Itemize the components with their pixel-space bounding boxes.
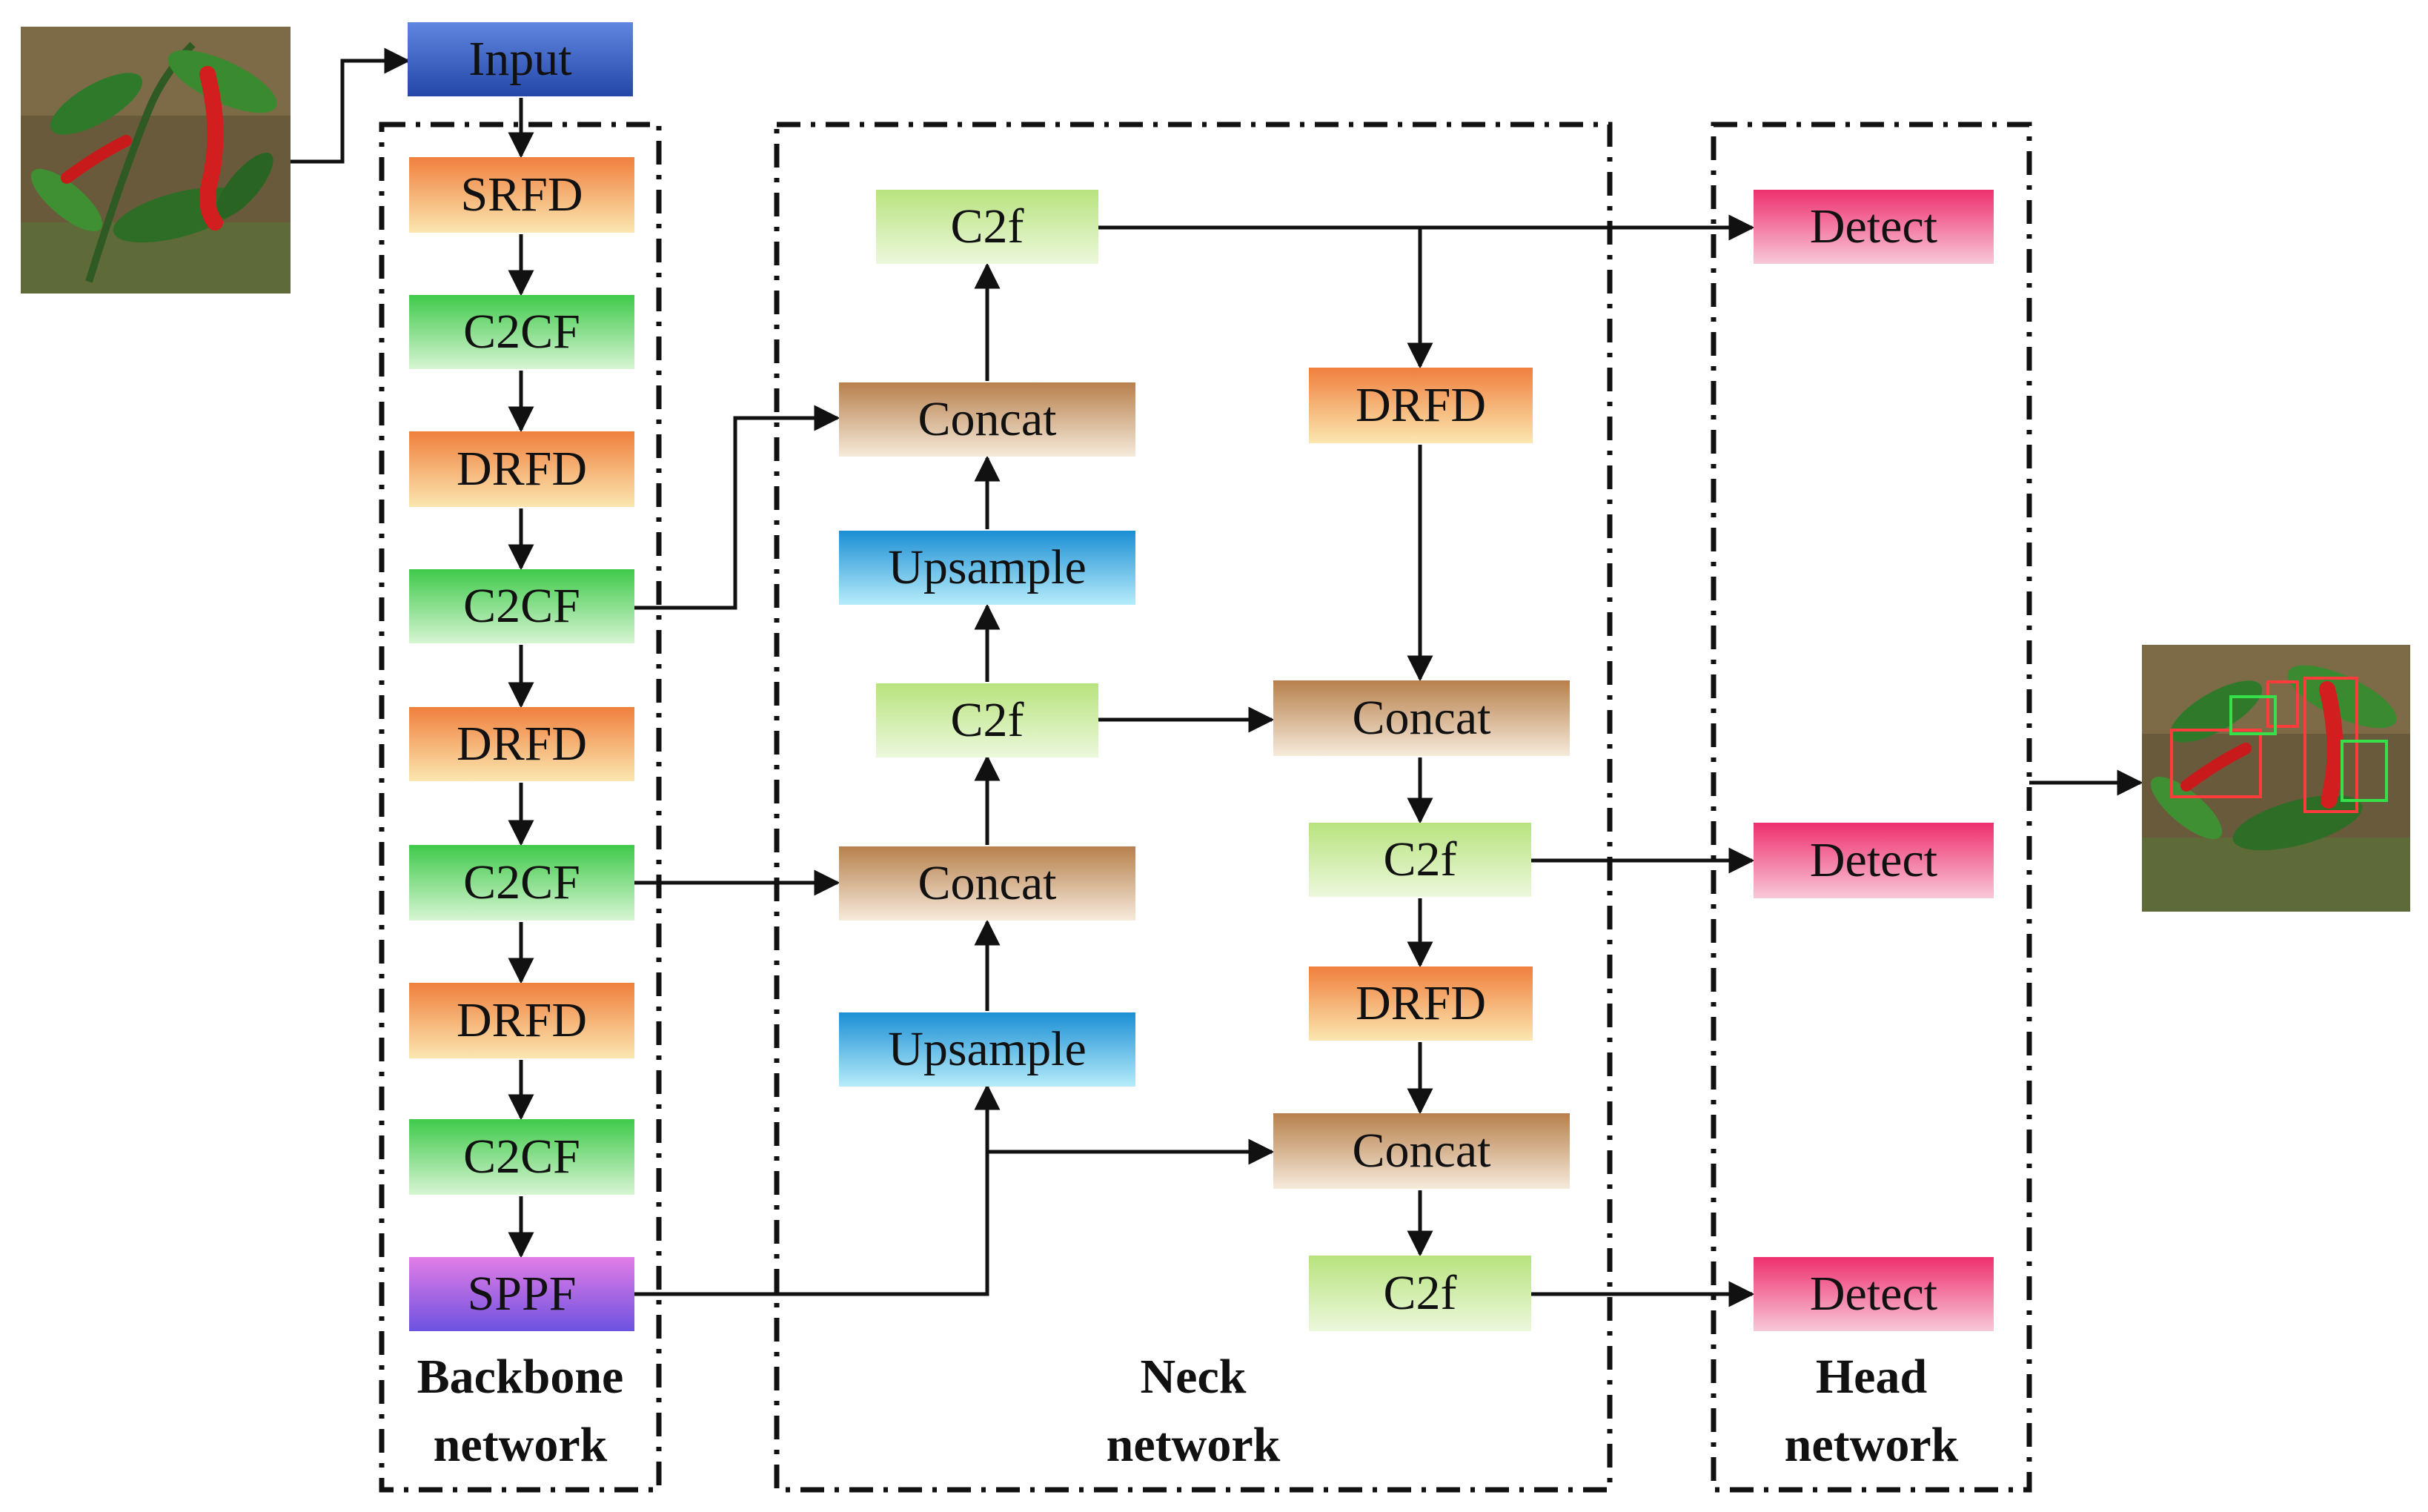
c2f-block: C2f xyxy=(876,683,1098,757)
c2f-block-label: C2f xyxy=(1383,1266,1457,1320)
sppf-block: SPPF xyxy=(409,1257,634,1331)
detect-block-label: Detect xyxy=(1809,1267,1938,1321)
c2f-block-label: C2f xyxy=(950,693,1024,747)
input-photo xyxy=(21,27,291,294)
detect-block-label: Detect xyxy=(1809,833,1938,887)
drfd-block: DRFD xyxy=(409,431,634,507)
drfd-block: DRFD xyxy=(1309,368,1533,443)
neck-caption-line2: network xyxy=(1106,1418,1281,1472)
upsample-block-label: Upsample xyxy=(888,540,1087,594)
c2cf-block: C2CF xyxy=(409,295,634,369)
backbone-caption: Backbone network xyxy=(382,1343,659,1479)
c2f-block: C2f xyxy=(1309,1256,1531,1331)
upsample-block-label: Upsample xyxy=(888,1022,1087,1076)
c2f-block: C2f xyxy=(1309,823,1531,897)
concat-block-label: Concat xyxy=(1352,691,1491,745)
drfd-block-label: DRFD xyxy=(456,442,588,496)
backbone-caption-line1: Backbone xyxy=(417,1350,624,1404)
c2cf-block-label: C2CF xyxy=(463,305,580,359)
c2cf-block: C2CF xyxy=(409,845,634,921)
concat-block-label: Concat xyxy=(918,856,1057,910)
arrow-sppf-to-upsample-2 xyxy=(634,1084,1001,1296)
input-block: Input xyxy=(408,22,633,96)
drfd-block: DRFD xyxy=(1309,966,1533,1041)
detect-block: Detect xyxy=(1754,190,1994,264)
srfd-block: SRFD xyxy=(409,157,634,233)
c2cf-block: C2CF xyxy=(409,569,634,643)
drfd-block: DRFD xyxy=(409,707,634,781)
head-caption: Head network xyxy=(1751,1343,1992,1479)
upsample-block: Upsample xyxy=(839,531,1135,605)
c2cf-block: C2CF xyxy=(409,1119,634,1195)
c2cf-block-label: C2CF xyxy=(463,855,580,909)
drfd-block-label: DRFD xyxy=(1355,378,1487,432)
neck-group-border xyxy=(774,122,1613,1493)
drfd-block-label: DRFD xyxy=(456,993,588,1047)
concat-block-label: Concat xyxy=(1352,1124,1491,1178)
concat-block: Concat xyxy=(839,846,1135,921)
c2f-block: C2f xyxy=(876,190,1098,264)
drfd-block-label: DRFD xyxy=(456,717,588,771)
c2cf-block-label: C2CF xyxy=(463,1130,580,1184)
head-group-border xyxy=(1711,122,2032,1493)
upsample-block: Upsample xyxy=(839,1012,1135,1087)
input-block-label: Input xyxy=(468,32,572,86)
neck-caption: Neck network xyxy=(1073,1343,1313,1479)
head-caption-line2: network xyxy=(1784,1418,1959,1472)
c2cf-block-label: C2CF xyxy=(463,579,580,633)
head-caption-line1: Head xyxy=(1815,1350,1928,1404)
detect-block: Detect xyxy=(1754,1257,1994,1331)
srfd-block-label: SRFD xyxy=(460,168,583,222)
arrow-photo-to-input xyxy=(291,47,411,164)
drfd-block-label: DRFD xyxy=(1355,976,1487,1030)
sppf-block-label: SPPF xyxy=(467,1267,577,1321)
concat-block: Concat xyxy=(1273,680,1570,756)
c2f-block-label: C2f xyxy=(1383,832,1457,886)
drfd-block: DRFD xyxy=(409,983,634,1058)
detect-block: Detect xyxy=(1754,823,1994,898)
arrow-c2cf-2-to-concat-1 xyxy=(634,405,840,610)
backbone-caption-line2: network xyxy=(433,1418,608,1472)
c2f-block-label: C2f xyxy=(950,199,1024,253)
concat-block: Concat xyxy=(1273,1113,1570,1189)
output-photo xyxy=(2142,645,2410,912)
concat-block-label: Concat xyxy=(918,392,1057,446)
backbone-group-border xyxy=(379,122,662,1493)
detect-block-label: Detect xyxy=(1809,199,1938,253)
concat-block: Concat xyxy=(839,382,1135,457)
neck-caption-line1: Neck xyxy=(1140,1350,1247,1404)
